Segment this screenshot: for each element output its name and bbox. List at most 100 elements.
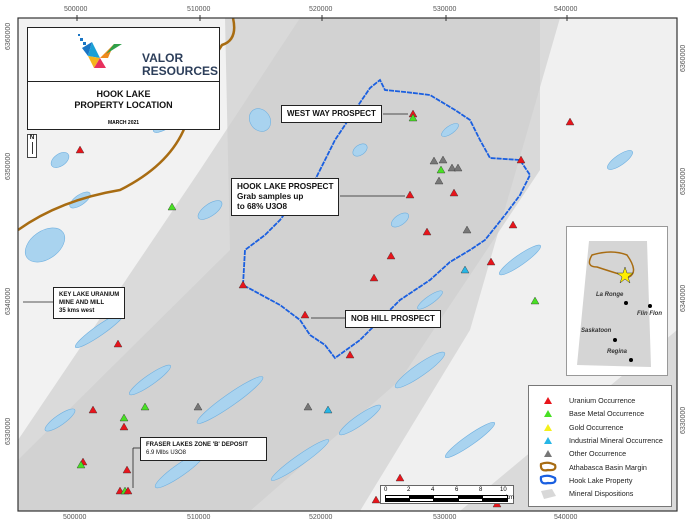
uranium-occurrence-icon[interactable] bbox=[565, 117, 575, 126]
uranium-occurrence-icon bbox=[537, 396, 559, 405]
west-way-prospect-label: WEST WAY PROSPECT bbox=[281, 105, 382, 123]
scale-tick: 4 bbox=[431, 487, 435, 493]
northing-label: 6360000 bbox=[680, 44, 687, 72]
city-dot bbox=[648, 304, 652, 308]
key-lake-line1: KEY LAKE URANIUM bbox=[59, 292, 120, 298]
fraser-lakes-label: FRASER LAKES ZONE 'B' DEPOSIT 6.9 Mlbs U… bbox=[140, 437, 267, 461]
lake bbox=[499, 244, 541, 276]
gold-occurrence-icon bbox=[537, 423, 559, 432]
logo-name-line2: RESOURCES bbox=[142, 64, 219, 78]
other-occurrence-icon bbox=[537, 449, 559, 458]
mineral-dispositions-icon bbox=[537, 488, 559, 500]
uranium-occurrence-icon[interactable] bbox=[516, 155, 526, 164]
legend-item: Base Metal Occurrence bbox=[537, 407, 671, 420]
key-lake-line3: 35 kms west bbox=[59, 308, 95, 314]
legend-item: Mineral Dispositions bbox=[537, 487, 671, 500]
city-label: Saskatoon bbox=[581, 328, 612, 334]
uranium-occurrence-icon[interactable] bbox=[123, 486, 133, 495]
lake bbox=[394, 351, 446, 389]
uranium-occurrence-icon[interactable] bbox=[422, 227, 432, 236]
other-occurrence-icon[interactable] bbox=[453, 163, 463, 172]
other-occurrence-icon[interactable] bbox=[462, 225, 472, 234]
uranium-occurrence-icon[interactable] bbox=[395, 473, 405, 482]
athabasca-basin-margin-icon bbox=[537, 461, 559, 473]
uranium-occurrence-icon[interactable] bbox=[238, 280, 248, 289]
northing-label: 6330000 bbox=[5, 417, 12, 445]
city-dot bbox=[629, 358, 633, 362]
uranium-occurrence-icon[interactable] bbox=[369, 273, 379, 282]
hook-lake-line2: Grab samples up bbox=[237, 192, 304, 201]
key-lake-label: KEY LAKE URANIUM MINE AND MILL 35 kms we… bbox=[53, 287, 126, 319]
other-occurrence-icon[interactable] bbox=[447, 163, 457, 172]
lake bbox=[352, 143, 368, 157]
easting-label: 540000 bbox=[554, 514, 578, 521]
hook-lake-line1: HOOK LAKE PROSPECT bbox=[237, 182, 334, 191]
legend-label: Hook Lake Property bbox=[569, 475, 633, 485]
uranium-occurrence-icon[interactable] bbox=[88, 405, 98, 414]
easting-label: 530000 bbox=[433, 6, 457, 13]
lake bbox=[129, 364, 171, 396]
city-dot bbox=[624, 301, 628, 305]
uranium-occurrence-icon[interactable] bbox=[300, 310, 310, 319]
easting-label: 520000 bbox=[309, 514, 333, 521]
uranium-occurrence-icon[interactable] bbox=[75, 145, 85, 154]
scale-tick: 8 bbox=[479, 487, 483, 493]
map-title: HOOK LAKE PROPERTY LOCATION bbox=[28, 89, 219, 111]
saskatchewan-inset-map: La Ronge Flin Flon Saskatoon Regina bbox=[566, 226, 668, 376]
uranium-occurrence-icon[interactable] bbox=[119, 422, 129, 431]
easting-label: 530000 bbox=[433, 514, 457, 521]
other-occurrence-icon[interactable] bbox=[193, 402, 203, 411]
easting-label: 540000 bbox=[554, 6, 578, 13]
easting-label: 510000 bbox=[187, 6, 211, 13]
legend-item: Athabasca Basin Margin bbox=[537, 460, 671, 473]
key-lake-line2: MINE AND MILL bbox=[59, 300, 105, 306]
other-occurrence-icon[interactable] bbox=[434, 176, 444, 185]
nob-hill-prospect-label: NOB HILL PROSPECT bbox=[345, 310, 441, 328]
base-metal-occurrence-icon[interactable] bbox=[167, 202, 177, 211]
uranium-occurrence-icon[interactable] bbox=[386, 251, 396, 260]
base-metal-occurrence-icon[interactable] bbox=[119, 413, 129, 422]
base-metal-occurrence-icon[interactable] bbox=[530, 296, 540, 305]
lake bbox=[441, 123, 459, 137]
property-location-star-icon bbox=[616, 266, 634, 284]
base-metal-occurrence-icon[interactable] bbox=[436, 165, 446, 174]
northing-label: 6350000 bbox=[5, 152, 12, 180]
legend-label: Other Occurrence bbox=[569, 449, 627, 459]
uranium-occurrence-icon[interactable] bbox=[345, 350, 355, 359]
lake bbox=[417, 290, 443, 310]
valor-logo-mark bbox=[78, 34, 122, 68]
scale-tick: 10 bbox=[500, 487, 507, 493]
inset-svg bbox=[577, 241, 652, 367]
city-label: Flin Flon bbox=[637, 311, 662, 317]
uranium-occurrence-icon[interactable] bbox=[113, 339, 123, 348]
legend-item: Industrial Mineral Occurrence bbox=[537, 434, 671, 447]
legend-item: Other Occurrence bbox=[537, 447, 671, 460]
industrial-mineral-occurrence-icon[interactable] bbox=[323, 405, 333, 414]
scale-bar: 0 2 4 6 8 10 km bbox=[380, 485, 514, 504]
north-arrow-icon bbox=[31, 142, 33, 154]
city-dot bbox=[613, 338, 617, 342]
lake bbox=[196, 376, 264, 424]
other-occurrence-icon[interactable] bbox=[438, 155, 448, 164]
logo-name-line1: VALOR bbox=[142, 51, 184, 65]
lake bbox=[50, 152, 70, 168]
northing-label: 6360000 bbox=[5, 22, 12, 50]
uranium-occurrence-icon[interactable] bbox=[449, 188, 459, 197]
base-metal-occurrence-icon[interactable] bbox=[140, 402, 150, 411]
uranium-occurrence-icon[interactable] bbox=[486, 257, 496, 266]
base-metal-occurrence-icon[interactable] bbox=[408, 113, 418, 122]
map-title-line2: PROPERTY LOCATION bbox=[74, 100, 173, 110]
legend-label: Gold Occurrence bbox=[569, 422, 624, 432]
base-metal-occurrence-icon[interactable] bbox=[76, 460, 86, 469]
lake bbox=[444, 422, 496, 458]
uranium-occurrence-icon[interactable] bbox=[508, 220, 518, 229]
industrial-mineral-occurrence-icon[interactable] bbox=[460, 265, 470, 274]
other-occurrence-icon[interactable] bbox=[303, 402, 313, 411]
uranium-occurrence-icon[interactable] bbox=[371, 495, 381, 504]
other-occurrence-icon[interactable] bbox=[429, 156, 439, 165]
grid-ticks bbox=[76, 15, 568, 21]
easting-label: 500000 bbox=[64, 6, 88, 13]
uranium-occurrence-icon[interactable] bbox=[122, 465, 132, 474]
uranium-occurrence-icon[interactable] bbox=[405, 190, 415, 199]
